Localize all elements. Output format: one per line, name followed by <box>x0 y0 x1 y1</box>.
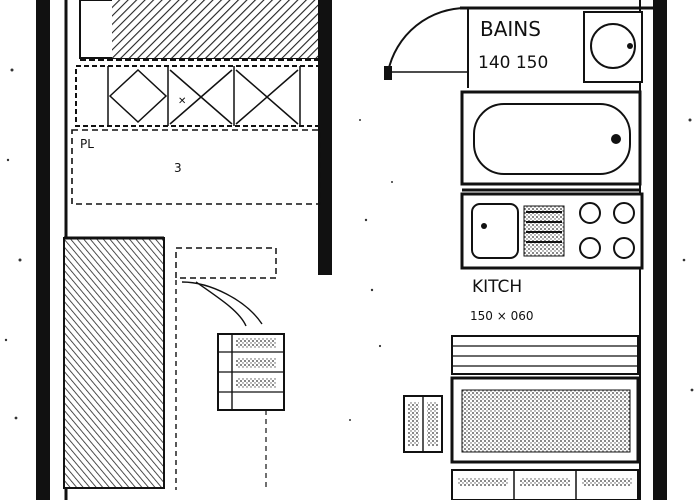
svg-text:✕: ✕ <box>178 96 186 107</box>
entry-area <box>175 247 285 490</box>
right-cabinets <box>403 335 640 500</box>
washbasin <box>583 11 643 83</box>
pl-label: PL <box>80 137 94 151</box>
shelf-unit <box>451 335 639 375</box>
bottom-drawers <box>451 469 639 500</box>
kitchen-name: KITCH <box>472 277 522 297</box>
bathroom-dims: 140 150 <box>478 53 548 73</box>
storage-cabinets: ✕ <box>75 65 321 127</box>
center-wall-segment <box>318 0 332 275</box>
right-exterior-wall <box>653 0 667 500</box>
kitchen-sink <box>471 203 519 259</box>
bathroom-name: BAINS <box>480 17 541 41</box>
pl-area: PL 3 <box>71 129 321 205</box>
area-number-label: 3 <box>174 161 182 175</box>
bathroom-door-swing <box>387 6 469 73</box>
cooktop <box>579 202 635 259</box>
bathroom: BAINS 140 150 <box>384 6 655 192</box>
scan-noise <box>4 68 694 421</box>
kitchen-dims: 150 × 060 <box>470 309 534 323</box>
kitchen: KITCH 150 × 060 <box>460 192 644 323</box>
top-left-closet <box>79 0 320 61</box>
bottom-left-wardrobe <box>63 236 165 489</box>
left-exterior-wall <box>36 0 50 500</box>
